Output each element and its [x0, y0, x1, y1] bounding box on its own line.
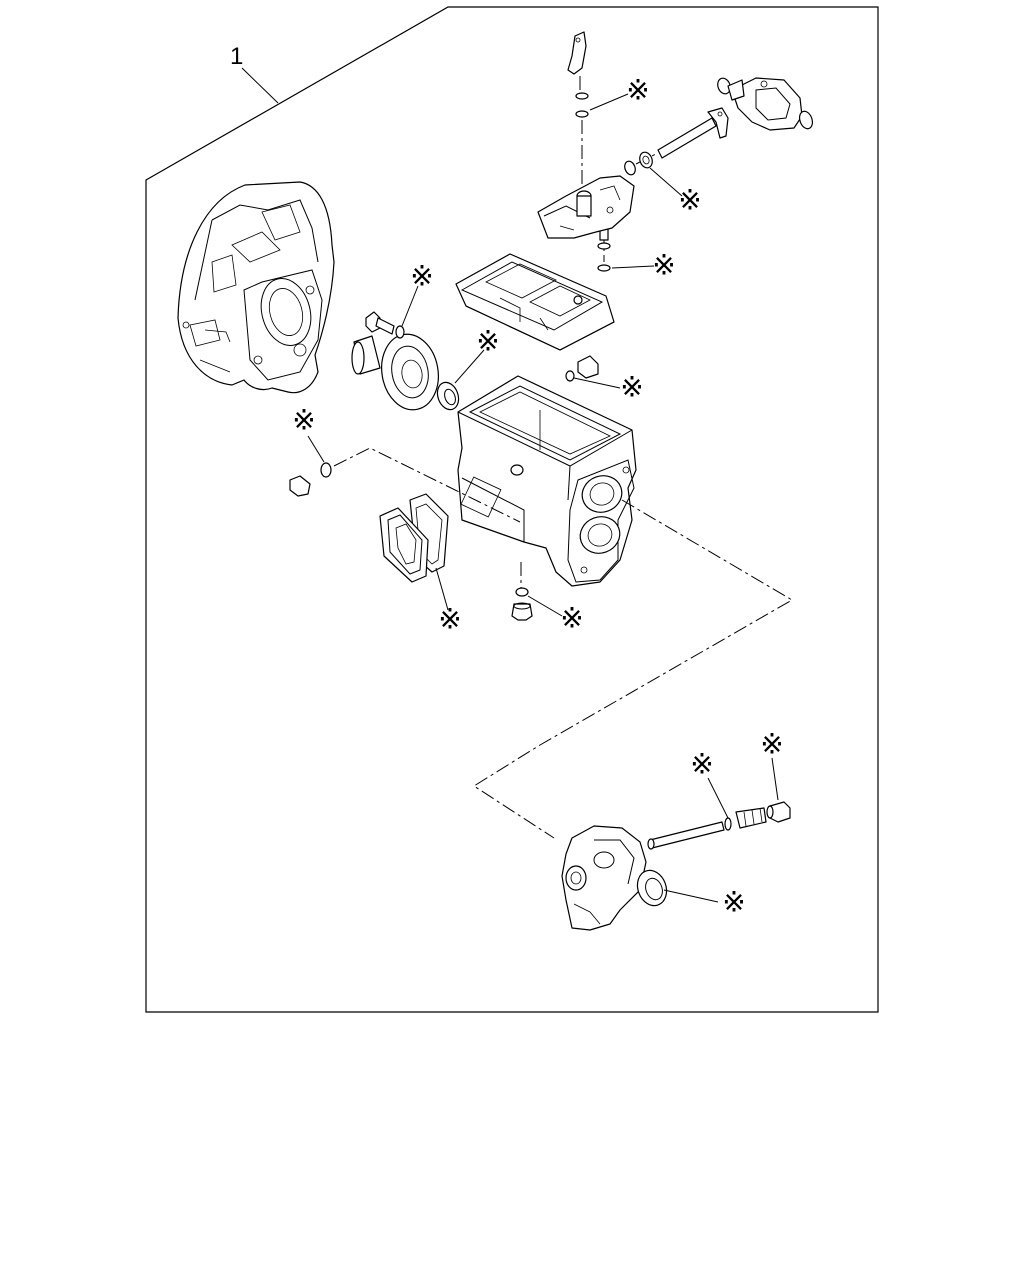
shift-cylinder	[717, 77, 814, 131]
shift-lever-washer-1	[575, 92, 589, 100]
select-lever-shaft	[657, 107, 729, 159]
pto-cover	[379, 507, 429, 583]
leader-pto-gasket	[435, 567, 449, 611]
front-bearing-retainer	[351, 333, 439, 411]
note-mark-speedometer-o-ring: ※	[690, 748, 713, 779]
clutch-housing	[177, 181, 335, 394]
leader-top-cover-washer	[611, 265, 655, 269]
note-mark-speedometer-plug: ※	[760, 728, 783, 759]
side-plug	[289, 462, 332, 497]
shift-shaft-seal	[624, 151, 653, 176]
top-cover	[455, 253, 615, 351]
note-mark-front-oil-seal: ※	[476, 325, 499, 356]
speedometer-o-ring	[724, 817, 732, 831]
shift-housing	[537, 175, 635, 239]
leader-front-bolt-washer	[401, 285, 419, 327]
front-oil-seal	[436, 381, 460, 411]
extension-housing	[561, 825, 647, 931]
note-mark-side-plug: ※	[292, 404, 315, 435]
leader-shift-lever-washer	[589, 93, 629, 111]
callout-leader-1	[241, 67, 279, 104]
note-mark-pto-gasket: ※	[438, 603, 461, 634]
axis-side-plug	[333, 447, 521, 523]
leader-breather-plug	[573, 377, 621, 389]
leader-rear-oil-seal	[663, 889, 719, 903]
leader-speedometer-plug	[771, 757, 779, 801]
front-bolt	[365, 311, 405, 339]
note-mark-rear-oil-seal: ※	[722, 886, 745, 917]
speedometer-sleeve	[735, 807, 767, 829]
leader-shift-shaft-seal	[649, 167, 683, 197]
leader-drain-plug	[527, 595, 563, 617]
note-mark-front-bolt-washer: ※	[410, 260, 433, 291]
note-mark-shift-shaft-seal: ※	[678, 184, 701, 215]
note-mark-drain-plug: ※	[560, 602, 583, 633]
speedometer-driven-gear	[647, 821, 725, 850]
assembly-frame	[145, 6, 879, 1013]
shift-lever	[567, 31, 587, 75]
breather-plug	[565, 355, 599, 382]
leader-side-plug	[307, 435, 325, 463]
note-mark-breather-plug: ※	[620, 371, 643, 402]
axis-case-to-extension	[473, 499, 793, 839]
callout-number-1: 1	[230, 43, 243, 70]
transmission-case	[457, 375, 637, 587]
leader-front-oil-seal	[454, 349, 485, 384]
shift-lever-washer-2	[575, 110, 589, 118]
speedometer-plug	[766, 801, 791, 823]
note-mark-shift-lever-washer: ※	[626, 74, 649, 105]
note-mark-top-cover-washer: ※	[652, 249, 675, 280]
leader-speedometer-o-ring	[707, 777, 729, 819]
rear-oil-seal	[636, 869, 668, 907]
drain-plug	[511, 587, 533, 621]
